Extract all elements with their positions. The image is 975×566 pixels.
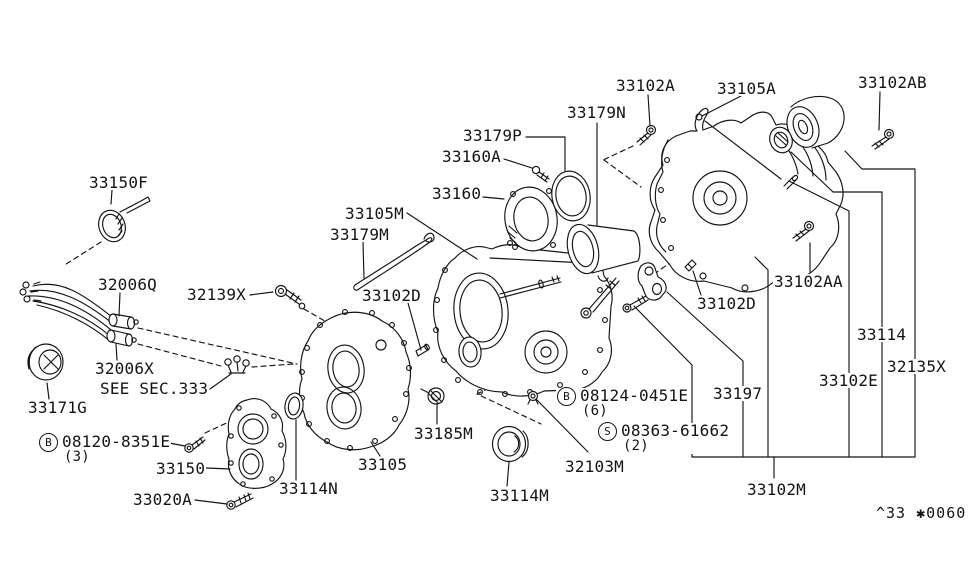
label-33150: 33150 — [155, 459, 207, 478]
plug-cap-33171g — [27, 343, 64, 381]
bearing-small — [769, 126, 793, 154]
bolt-08124-short — [622, 295, 649, 313]
bolt-08124-long — [580, 277, 620, 319]
cup-seal-33114m — [491, 425, 529, 463]
label-33197: 33197 — [712, 384, 764, 403]
seal-33185m — [420, 387, 445, 405]
label-33160A: 33160A — [441, 147, 502, 166]
label-32135X: 32135X — [886, 357, 947, 376]
label-33185M: 33185M — [413, 424, 474, 443]
boot-33179n — [566, 223, 641, 282]
label-33102D-left: 33102D — [361, 286, 422, 305]
connector-trio — [224, 355, 250, 374]
bearing-large — [786, 95, 845, 149]
harness-connector-upper — [108, 313, 139, 330]
screw-part-number: 08363-61662 — [621, 421, 730, 440]
label-33102AB: 33102AB — [857, 73, 928, 92]
harness-connector-lower — [106, 329, 137, 347]
label-33160: 33160 — [431, 184, 483, 203]
bolt-33020a — [226, 492, 254, 510]
adapter-ring-33160 — [504, 186, 558, 252]
leader-lines — [46, 91, 916, 505]
bolt-33102aa — [792, 220, 815, 242]
center-case-33105m — [432, 244, 613, 397]
label-see-sec-333: SEE SEC.333 — [99, 379, 210, 398]
circled-b-icon: B — [557, 387, 576, 406]
label-33114M: 33114M — [489, 486, 550, 505]
bolt-33102ab — [871, 128, 895, 150]
label-bolt-08124-0451e: B 08124-0451E (6) — [556, 386, 690, 419]
label-33102M: 33102M — [746, 480, 807, 499]
check-arm-33197 — [637, 262, 667, 301]
label-33179P: 33179P — [462, 126, 523, 145]
grommet-32103m — [527, 390, 539, 405]
bolt-33102a — [636, 124, 657, 146]
label-32006Q: 32006Q — [97, 275, 158, 294]
circled-b-icon: B — [39, 433, 58, 452]
damper-strip-33179m — [353, 232, 435, 291]
cable-tie-33150f — [98, 196, 151, 243]
front-cover-33150 — [226, 398, 287, 489]
bolt-quantity: (3) — [64, 449, 90, 465]
label-screw-08363-61662: S 08363-61662 (2) — [597, 421, 731, 454]
bolt-part-number: 08120-8351E — [62, 432, 171, 451]
label-33114: 33114 — [856, 325, 908, 344]
dowel-pin-33102d-left — [415, 343, 430, 357]
figure-code: ^33 ✱0060 — [875, 504, 968, 522]
label-33179N: 33179N — [566, 103, 627, 122]
neutral-switch-32139x — [274, 284, 306, 310]
screw-quantity: (2) — [623, 438, 649, 454]
group-bracket-33102m — [691, 456, 916, 479]
label-33102E: 33102E — [818, 371, 879, 390]
label-32103M: 32103M — [564, 457, 625, 476]
label-33020A: 33020A — [132, 490, 193, 509]
label-32006X: 32006X — [94, 359, 155, 378]
bolt-08120-8351e — [184, 436, 206, 453]
label-33105M: 33105M — [344, 204, 405, 223]
label-33102A: 33102A — [615, 76, 676, 95]
wire-harness-32006 — [19, 281, 139, 347]
label-33171G: 33171G — [27, 398, 88, 417]
label-33150F: 33150F — [88, 173, 149, 192]
dowel-pin-33102d-right — [684, 259, 697, 272]
oil-seal-33114n — [284, 392, 304, 420]
label-32139X: 32139X — [186, 285, 247, 304]
label-33114N: 33114N — [278, 479, 339, 498]
label-33179M: 33179M — [329, 225, 390, 244]
label-33105A: 33105A — [716, 79, 777, 98]
front-case-33105 — [298, 309, 412, 451]
oil-seal-33179p — [551, 170, 591, 222]
circled-s-icon: S — [598, 422, 617, 441]
label-33102D-right: 33102D — [696, 294, 757, 313]
label-bolt-08120-8351e: B 08120-8351E (3) — [38, 432, 172, 465]
bolt-33160a — [531, 165, 550, 183]
bolt-quantity: (6) — [582, 403, 608, 419]
label-33102AA: 33102AA — [773, 272, 844, 291]
label-33105: 33105 — [357, 455, 409, 474]
bolt-part-number: 08124-0451E — [580, 386, 689, 405]
